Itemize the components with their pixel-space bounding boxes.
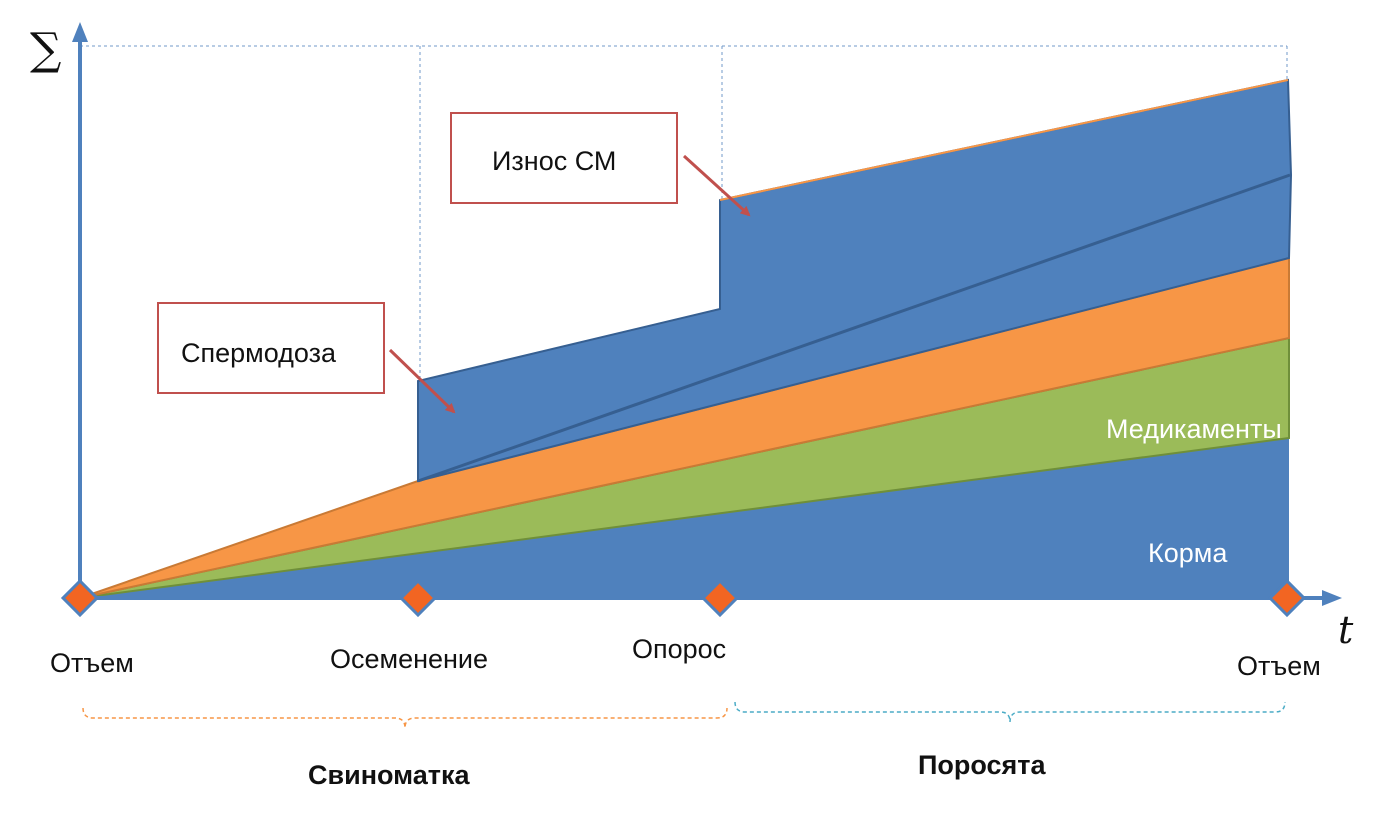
marker-weaning-start [60,578,100,618]
callout-sow-wear-arrow [682,154,751,217]
milestone-label-2: Опорос [632,634,726,664]
layer-label-medication: Медикаменты [1106,414,1282,444]
svg-text:Износ СМ: Износ СМ [492,146,616,176]
milestone-label-0: Отъем [50,648,134,678]
brace-piglets [734,701,1286,723]
callout-semen-dose-arrow [388,348,456,414]
layer-top-inner-line [417,173,1291,483]
milestone-markers [60,578,1307,618]
y-axis [72,22,88,598]
milestone-label-3: Отъем [1237,651,1321,681]
svg-text:Спермодоза: Спермодоза [181,338,337,368]
brace-sow [82,707,728,729]
x-axis-symbol: t [1338,608,1354,652]
y-axis-symbol: ∑ [30,24,61,75]
marker-farrowing [700,578,740,618]
group-label-piglets: Поросята [918,750,1047,780]
layer-label-feed: Корма [1148,538,1228,568]
group-label-sow: Свиноматка [308,760,471,790]
marker-insemination [398,578,438,618]
callout-semen-dose: Спермодоза [157,302,456,414]
layer-top-upper-edge [719,79,1289,201]
milestone-label-1: Осеменение [330,644,488,674]
callout-sow-wear: Износ СМ [450,112,751,217]
marker-weaning-end [1267,578,1307,618]
